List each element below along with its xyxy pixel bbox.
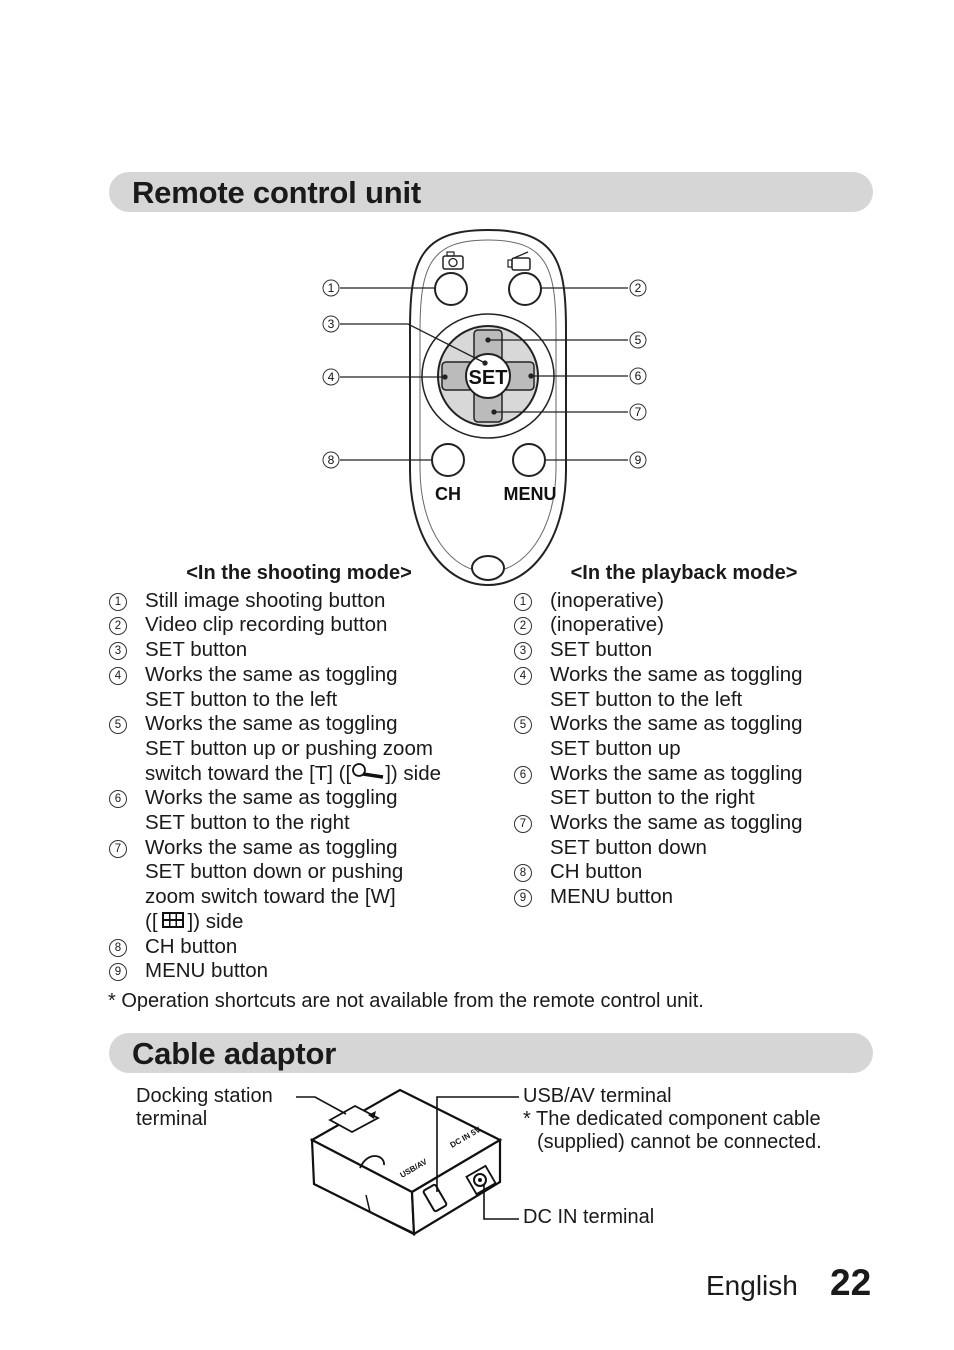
callout-7: 7: [629, 403, 647, 421]
section-title-cable: Cable adaptor: [132, 1036, 337, 1071]
svg-text:7: 7: [635, 405, 642, 419]
menu-label: MENU: [504, 484, 557, 504]
section-header-remote: Remote control unit: [109, 172, 873, 212]
svg-text:3: 3: [328, 317, 335, 331]
docking-station-label: Docking station terminal: [136, 1085, 273, 1130]
playback-mode-list: <In the playback mode> 1(inoperative) 2(…: [514, 561, 854, 910]
callout-1: 1: [322, 279, 340, 297]
set-label: SET: [469, 367, 508, 389]
svg-text:9: 9: [635, 453, 642, 467]
callout-5: 5: [629, 331, 647, 349]
section-header-cable: Cable adaptor: [109, 1033, 873, 1073]
camera-icon: [442, 251, 464, 270]
section-title-remote: Remote control unit: [132, 175, 421, 210]
page-number: 22: [830, 1262, 872, 1303]
ch-button: [431, 443, 465, 477]
svg-text:1: 1: [328, 281, 335, 295]
grid-wide-icon: [161, 911, 184, 928]
svg-text:5: 5: [635, 333, 642, 347]
playback-mode-heading: <In the playback mode>: [570, 562, 798, 584]
ch-label: CH: [435, 484, 461, 504]
remote-control-figure: SET CH MENU 1 2 3 4 5 6 7 8 9: [322, 228, 647, 587]
menu-button: [512, 443, 546, 477]
callout-6: 6: [629, 367, 647, 385]
callout-4: 4: [322, 368, 340, 386]
callout-2: 2: [629, 279, 647, 297]
list-item: 2(inoperative): [514, 613, 854, 638]
cable-adaptor-figure: USB/AV DC IN 5V: [296, 1088, 519, 1236]
magnify-tele-icon: [352, 762, 384, 779]
remote-note: * Operation shortcuts are not available …: [108, 990, 704, 1012]
svg-text:6: 6: [635, 369, 642, 383]
video-camera-icon: [507, 251, 531, 271]
still-button: [434, 272, 468, 306]
video-button: [508, 272, 542, 306]
shooting-mode-heading: <In the shooting mode>: [186, 562, 412, 584]
dc-in-label: DC IN terminal: [523, 1206, 655, 1228]
callout-8: 8: [322, 451, 340, 469]
callout-3: 3: [322, 315, 340, 333]
svg-text:4: 4: [328, 370, 335, 384]
usb-av-label: USB/AV terminal * The dedicated componen…: [523, 1085, 822, 1153]
callout-9: 9: [629, 451, 647, 469]
set-button: [465, 353, 511, 399]
svg-text:2: 2: [635, 281, 642, 295]
footer-language: English: [706, 1270, 798, 1301]
list-item: 1(inoperative): [514, 589, 854, 614]
svg-text:8: 8: [328, 453, 335, 467]
